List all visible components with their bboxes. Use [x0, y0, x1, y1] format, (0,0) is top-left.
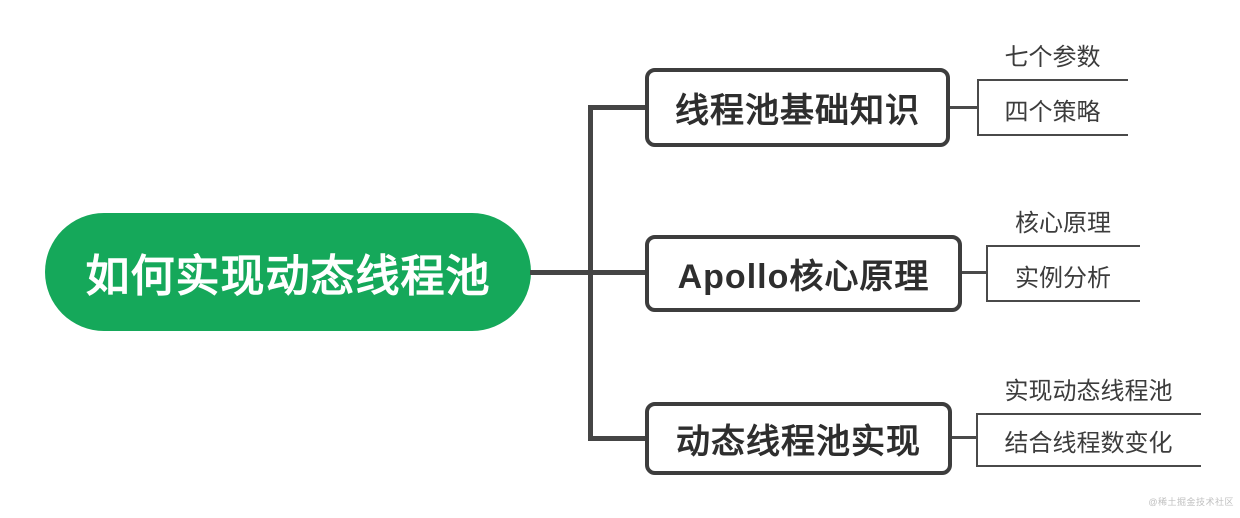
leaf-node-label: 结合线程数变化 [1004, 430, 1173, 457]
connector-branch-3-leaf-spine [976, 413, 978, 467]
watermark-text: @稀土掘金技术社区 [1148, 497, 1234, 507]
branch-node-label: 动态线程池实现 [676, 423, 921, 461]
branch-node-label: 线程池基础知识 [675, 92, 920, 130]
leaf-node-four-policies[interactable]: 四个策略 [977, 99, 1128, 136]
leaf-node-label: 实例分析 [1015, 265, 1111, 292]
connector-branch-1-to-leaves [950, 106, 977, 109]
connector-spine-to-branch-3 [591, 436, 645, 441]
branch-node-thread-pool-basics[interactable]: 线程池基础知识 [645, 68, 950, 147]
leaf-node-thread-count-change[interactable]: 结合线程数变化 [976, 430, 1201, 467]
leaf-node-implement-dynamic-pool[interactable]: 实现动态线程池 [976, 378, 1201, 415]
leaf-node-label: 核心原理 [1015, 210, 1111, 237]
connector-spine [588, 105, 593, 441]
leaf-node-seven-params[interactable]: 七个参数 [977, 44, 1128, 81]
leaf-node-example-analysis[interactable]: 实例分析 [986, 265, 1140, 302]
leaf-node-core-principle[interactable]: 核心原理 [986, 210, 1140, 247]
connector-branch-2-leaf-spine [986, 245, 988, 302]
root-node[interactable]: 如何实现动态线程池 [45, 213, 531, 331]
connector-branch-3-to-leaves [952, 436, 977, 439]
connector-root-to-spine [530, 270, 590, 275]
connector-branch-2-to-leaves [962, 271, 987, 274]
connector-spine-to-branch-1 [591, 105, 645, 110]
branch-node-apollo-core[interactable]: Apollo核心原理 [645, 235, 962, 312]
leaf-node-label: 实现动态线程池 [1004, 378, 1173, 405]
connector-spine-to-branch-2 [591, 270, 645, 275]
branch-node-dynamic-impl[interactable]: 动态线程池实现 [645, 402, 952, 475]
connector-branch-1-leaf-spine [977, 79, 979, 136]
branch-node-label: Apollo核心原理 [677, 258, 930, 296]
root-node-label: 如何实现动态线程池 [85, 252, 491, 301]
leaf-node-label: 七个参数 [1004, 44, 1101, 71]
leaf-node-label: 四个策略 [1004, 99, 1101, 126]
